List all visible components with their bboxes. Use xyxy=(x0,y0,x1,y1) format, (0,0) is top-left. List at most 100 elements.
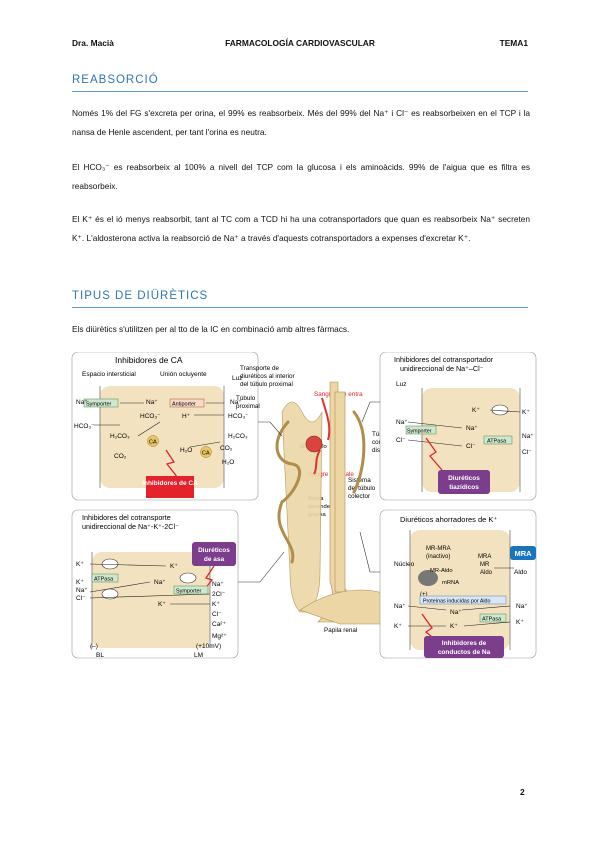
ksparing-plus: (+) xyxy=(420,592,428,598)
page-header: Dra. Macià FARMACOLOGÍA CARDIOVASCULAR T… xyxy=(72,38,528,52)
ca-drug-label: Inhibidores de CA xyxy=(142,480,198,487)
ca-ion: H₂O xyxy=(222,459,234,466)
loop-potential-lm: (+10mV) xyxy=(196,643,221,650)
section-title-reabsorcio: REABSORCIÓ xyxy=(72,74,159,86)
section-rule xyxy=(72,91,528,92)
mra-box xyxy=(510,546,536,560)
ca-enzyme: CA xyxy=(149,440,157,446)
ksparing-mr: MR xyxy=(480,562,490,568)
ca-ion: Na⁺ xyxy=(76,399,88,406)
section-rule xyxy=(72,307,528,308)
header-topic: TEMA1 xyxy=(499,38,528,48)
ca-ion: H₂CO₃ xyxy=(228,433,248,440)
thiazide-symporter-label: Symporter xyxy=(407,429,432,435)
thiazide-ion: K⁺ xyxy=(472,407,480,414)
ksparing-mr-mra: MR-MRA(inactivo) xyxy=(426,546,451,560)
ca-panel: Inhibidores de CA Espacio intersticial U… xyxy=(71,352,259,501)
loop-symporter xyxy=(173,585,209,595)
section-title-diuretics: TIPUS DE DIÜRÈTICS xyxy=(72,290,209,302)
ca-space-label: Espacio intersticial xyxy=(82,371,136,378)
loop-atpase-label: ATPasa xyxy=(94,577,114,583)
ksparing-nucleus: Núcleo xyxy=(394,561,415,568)
loop-ion: K⁺ xyxy=(170,563,178,570)
ksparing-aldo: Aldo xyxy=(480,570,493,576)
loop-potential-bl: (–) xyxy=(90,643,98,650)
paragraph: Els diürètics s'utilitzen per al tto de … xyxy=(72,324,350,334)
ksparing-mra: MRA xyxy=(478,554,491,560)
ca-ion: H⁺ xyxy=(182,413,191,420)
ca-drug-box xyxy=(146,476,194,498)
loop-ion: Na⁺ xyxy=(154,579,166,586)
thiazide-ion: Cl⁻ xyxy=(396,437,406,444)
diuretics-diagram: Inhibidores de CA Espacio intersticial U… xyxy=(71,352,537,659)
ca-ion: H₂CO₃ xyxy=(110,433,130,440)
thiazide-ion: K⁺ xyxy=(522,409,530,416)
thiazide-ion: Na⁺ xyxy=(396,419,408,426)
loop-ion: Na⁺ xyxy=(212,581,224,588)
nucleus-shape xyxy=(418,570,438,586)
ksparing-aldo-outside: Aldo xyxy=(514,569,527,576)
ksparing-ion: Na⁺ xyxy=(450,609,462,616)
header-subject: FARMACOLOGÍA CARDIOVASCULAR xyxy=(225,38,375,48)
ca-ion: HCO₃⁻ xyxy=(74,423,95,430)
ksparing-ion: K⁺ xyxy=(516,619,524,626)
ca-symporter xyxy=(83,398,119,408)
loop-ion: K⁺ xyxy=(76,579,84,586)
ksparing-ion: Na⁺ xyxy=(516,603,528,610)
ca-ion: H₂O xyxy=(180,447,192,454)
paragraph: El HCO₃⁻ es reabsorbeix al 100% a nivell… xyxy=(72,162,530,192)
diuretics-figure: Inhibidores de CA Espacio intersticial U… xyxy=(70,352,538,662)
loop-drug-box xyxy=(192,542,236,566)
connectors xyxy=(238,401,380,583)
thiazide-ion: Na⁺ xyxy=(522,433,534,440)
page-number: 2 xyxy=(520,787,525,797)
thiazide-drug-box xyxy=(438,470,490,494)
loop-ion: Cl⁻ xyxy=(212,611,222,618)
ksparing-atpase xyxy=(479,613,507,623)
loop-ion: K⁺ xyxy=(76,561,84,568)
mra-box-label: MRA xyxy=(514,549,532,558)
ksparing-mrna: mRNA xyxy=(442,580,459,586)
loop-ion: Ca²⁺ xyxy=(212,621,226,628)
ca-symporter-label: Symporter xyxy=(86,402,112,408)
ca-ion: Na⁺ xyxy=(146,399,158,406)
ca-antiporter xyxy=(169,398,205,408)
ca-enzyme: CA xyxy=(202,451,210,457)
loop-bl-label: BL xyxy=(96,652,104,659)
ksparing-ion: Na⁺ xyxy=(394,603,406,610)
loop-ion: K⁺ xyxy=(158,601,166,608)
ca-ion: CO₂ xyxy=(220,445,233,452)
loop-ion: K⁺ xyxy=(212,601,220,608)
thiazide-symporter xyxy=(405,425,437,435)
ca-ion: Na⁺ xyxy=(230,399,242,406)
header-author: Dra. Macià xyxy=(72,38,114,48)
loop-ion: Na⁺ xyxy=(76,587,88,594)
thiazide-ion: Na⁺ xyxy=(466,425,478,432)
ksparing-panel: Diuréticos ahorradores de K⁺ Núcleo MR-M… xyxy=(379,509,537,659)
ksparing-title: Diuréticos ahorradores de K⁺ xyxy=(400,515,497,524)
thiazide-atpase xyxy=(483,435,513,445)
proteins-bar xyxy=(419,595,507,605)
loop-atpase xyxy=(91,573,119,583)
paragraph: El K⁺ és el ió menys reabsorbit, tant al… xyxy=(72,214,530,244)
thiazide-ion: Cl⁻ xyxy=(466,443,476,450)
paragraph: Només 1% del FG s'excreta per orina, el … xyxy=(72,108,530,138)
ca-junction-label: Unión ocluyente xyxy=(160,371,207,378)
nephron-papilla: Papila renal xyxy=(324,627,357,634)
ksparing-proteins: Proteínas inducidas por Aldo xyxy=(423,599,490,605)
ca-cell xyxy=(100,386,224,488)
loop-lm-label: LM xyxy=(194,652,203,659)
ksparing-atpase-label: ATPasa xyxy=(482,617,502,623)
loop-ion: 2Cl⁻ xyxy=(212,591,226,598)
ca-ion: HCO₃⁻ xyxy=(140,413,161,420)
ksparing-mr-aldo: MR-Aldo xyxy=(430,568,453,574)
ksparing-ion: K⁺ xyxy=(394,623,402,630)
